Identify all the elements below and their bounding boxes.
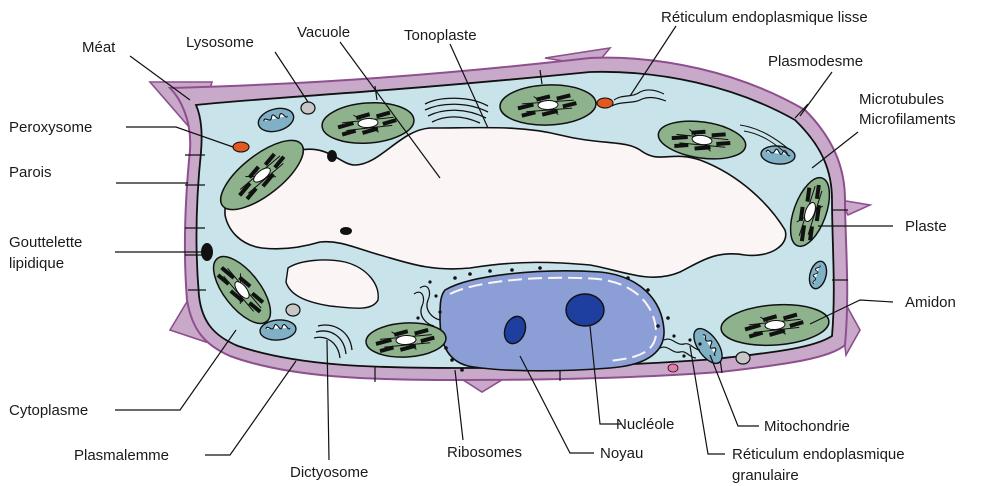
leader-plasmalemma — [205, 361, 296, 455]
label-plasmalemma: Plasmalemme — [74, 447, 169, 464]
label-nucleolus: Nucléole — [616, 416, 674, 433]
label-rough-er-line1: Réticulum endoplasmique — [732, 446, 905, 463]
peroxisome-left — [233, 142, 249, 152]
label-plastid: Plaste — [905, 218, 947, 235]
label-lipid-line2: lipidique — [9, 255, 64, 272]
label-mitochondrion: Mitochondrie — [764, 418, 850, 435]
label-dictyosome: Dictyosome — [290, 464, 368, 481]
label-cytoplasm: Cytoplasme — [9, 402, 88, 419]
nucleus — [440, 271, 664, 371]
nucleolus-large — [566, 294, 604, 326]
label-peroxisome: Peroxysome — [9, 119, 92, 136]
label-vacuole: Vacuole — [297, 24, 350, 41]
label-lipid-line1: Gouttelette — [9, 234, 82, 251]
leader-plasmodesma — [800, 72, 832, 116]
label-lysosome: Lysosome — [186, 34, 254, 51]
label-meat: Méat — [82, 39, 116, 56]
lipid-droplet-center — [327, 150, 337, 162]
label-starch: Amidon — [905, 294, 956, 311]
label-ribosomes: Ribosomes — [447, 444, 522, 461]
label-microtubules: Microtubules — [859, 91, 944, 108]
lipid-droplet-small — [340, 227, 352, 235]
lysosome-bottom-left — [286, 304, 300, 316]
lysosome-top — [301, 102, 315, 114]
lipid-droplet-left — [201, 243, 213, 261]
label-wall: Parois — [9, 164, 52, 181]
label-microfilaments: Microfilaments — [859, 111, 956, 128]
peroxisome-top — [597, 98, 613, 108]
label-smooth-er: Réticulum endoplasmique lisse — [661, 9, 868, 26]
label-nucleus: Noyau — [600, 445, 643, 462]
pink-vesicle — [668, 364, 678, 372]
label-plasmodesma: Plasmodesme — [768, 53, 863, 70]
lysosome-bottom-right — [736, 352, 750, 364]
label-rough-er-line2: granulaire — [732, 467, 799, 484]
label-tonoplast: Tonoplaste — [404, 27, 477, 44]
